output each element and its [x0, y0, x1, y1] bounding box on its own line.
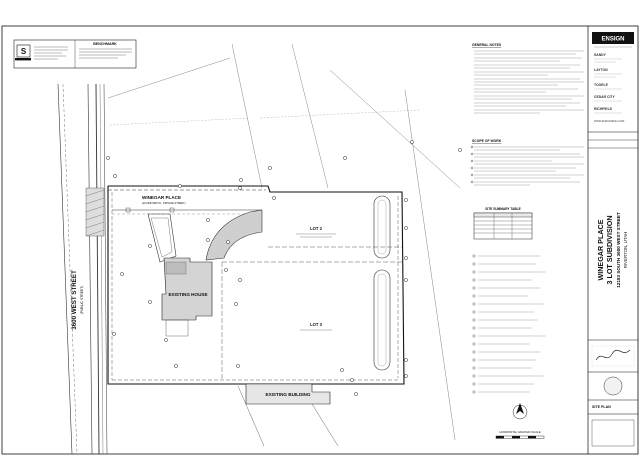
street-type: (PUBLIC STREET) — [80, 286, 84, 315]
street-3600-west: 3600 WEST STREET (PUBLIC STREET) — [57, 83, 108, 455]
project-address: 12183 SOUTH 3600 WEST STREET — [616, 212, 621, 288]
legend-title: BENCHMARK — [93, 42, 117, 46]
landscape-island — [147, 213, 177, 263]
engineer-seal-icon — [603, 376, 623, 396]
private-street-name: WINEGAR PLACE — [142, 195, 181, 200]
graphic-scale-bar: HORIZONTAL GRAPHIC SCALE — [495, 430, 545, 439]
adjacent-lot-lines — [107, 43, 461, 441]
project-type: 3 LOT SUBDIVISION — [605, 215, 614, 284]
project-name: WINEGAR PLACE — [596, 219, 605, 280]
office-sandy: SANDY — [594, 53, 607, 57]
north-arrow-icon — [512, 403, 528, 420]
keynote-markers — [106, 140, 462, 396]
sheet-title: SITE PLAN — [592, 405, 611, 409]
office-tooele: TOOELE — [594, 83, 609, 87]
lot-2: LOT 2 — [268, 226, 402, 248]
lot3-label: LOT 3 — [310, 322, 323, 327]
company-website: WWW.ENSIGNENG.COM — [594, 119, 624, 123]
office-cedar-city: CEDAR CITY — [594, 95, 615, 99]
site-summary-table: SITE SUMMARY TABLE — [473, 207, 533, 240]
title-block: ENSIGN SANDY LAYTON TOOELE CEDAR CITY RI… — [587, 26, 638, 454]
engineer-signature — [591, 345, 635, 367]
office-layton: LAYTON — [594, 68, 608, 72]
street-name: 3600 WEST STREET — [71, 270, 78, 330]
lot2-label: LOT 2 — [310, 226, 323, 231]
legend-box: S BENCHMARK — [13, 39, 137, 69]
driveways — [373, 195, 391, 371]
project-city: RIVERTON, UTAH — [623, 232, 628, 269]
private-street-type: (22 FEB WIDTH - PRIVATE STREET) — [142, 201, 186, 205]
summary-table-title: SITE SUMMARY TABLE — [485, 207, 521, 211]
scale-label: HORIZONTAL GRAPHIC SCALE — [499, 430, 540, 434]
building-label: EXISTING BUILDING — [266, 392, 311, 397]
sheet-number-box — [591, 419, 635, 447]
legend-symbol: S — [21, 47, 27, 56]
scope-of-work: SCOPE OF WORK — [470, 139, 584, 186]
keynote-list — [472, 254, 546, 394]
turnaround — [147, 209, 263, 263]
winegar-place-street: WINEGAR PLACE (22 FEB WIDTH - PRIVATE ST… — [112, 195, 262, 215]
scope-title: SCOPE OF WORK — [472, 139, 502, 143]
sheet-border — [1, 25, 639, 455]
lot-3: LOT 3 — [221, 261, 402, 380]
hatched-strip — [85, 187, 105, 237]
general-notes-title: GENERAL NOTES — [472, 43, 502, 47]
benchmark-symbol-icon — [16, 44, 31, 58]
office-richfield: RICHFIELD — [594, 107, 613, 111]
existing-building: EXISTING BUILDING — [237, 383, 339, 447]
company-logo-icon — [592, 32, 634, 44]
house-label: EXISTING HOUSE — [168, 292, 207, 297]
company-name: ENSIGN — [601, 37, 624, 43]
general-notes: GENERAL NOTES — [472, 43, 584, 114]
existing-house: EXISTING HOUSE — [161, 257, 213, 337]
